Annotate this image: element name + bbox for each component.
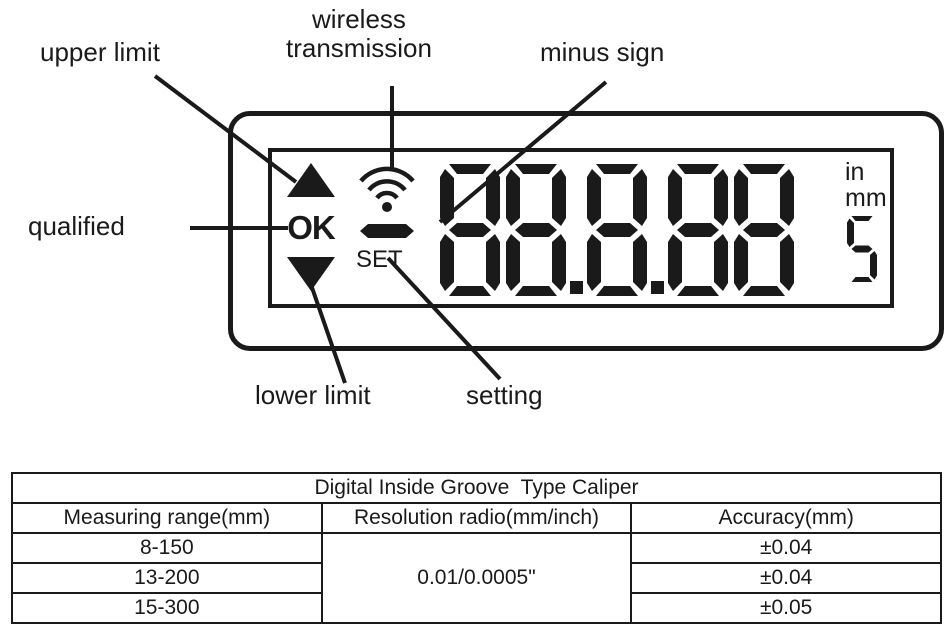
annotation-label-setting: setting [466,380,543,410]
seven-segment-resolution-digit [847,216,877,282]
wireless-signal-icon [359,166,415,212]
unit-indicator-group: in mm [845,158,893,288]
table-title-cell: Digital Inside Groove Type Caliper [11,472,942,504]
seven-segment-digit [440,164,500,296]
cell-resolution-value: 0.01/0.0005" [320,532,633,624]
table-title-row: Digital Inside Groove Type Caliper [11,472,942,504]
lcd-display-panel [268,148,894,308]
lcd-digit-row [437,158,797,298]
unit-label-inch: in [845,158,865,186]
caliper-device-outer-frame [228,111,944,351]
table-row: 8-150 0.01/0.0005" ±0.04 [11,532,942,624]
triangle-up-icon [287,163,335,197]
triangle-down-icon [287,257,335,291]
status-indicator-group: SET [352,160,424,290]
unit-label-mm: mm [845,183,887,212]
annotation-label-qualified: qualified [28,211,125,241]
annotation-label-upper-limit: upper limit [40,37,160,67]
seven-segment-digit [734,164,794,296]
annotation-label-lower-limit: lower limit [255,380,371,410]
table-header-measuring-range: Measuring range(mm) [11,502,323,534]
table-header-row: Measuring range(mm) Resolution radio(mm/… [11,502,942,534]
table-header-accuracy: Accuracy(mm) [630,502,942,534]
specification-table: Digital Inside Groove Type Caliper Measu… [11,472,942,624]
cell-measuring-range: 15-300 [11,592,323,624]
cell-accuracy: ±0.04 [630,532,942,564]
table-row: 13-200 ±0.04 [11,562,942,594]
seven-segment-digit [668,164,728,296]
cell-measuring-range: 13-200 [11,562,323,594]
annotation-label-minus-sign: minus sign [540,37,665,67]
ok-indicator-label: OK [287,208,335,246]
set-mode-label: SET [356,246,403,273]
limit-indicator-group: OK [285,163,337,291]
decimal-point [570,281,583,294]
table-header-resolution: Resolution radio(mm/inch) [320,502,633,534]
cell-measuring-range: 8-150 [11,532,323,564]
cell-accuracy: ±0.04 [630,562,942,594]
seven-segment-digit [506,164,566,296]
annotation-label-wireless-transmission: wireless transmission [286,4,432,64]
cell-accuracy: ±0.05 [630,592,942,624]
decimal-point [651,281,664,294]
minus-sign-icon [360,224,414,238]
seven-segment-digit [587,164,647,296]
